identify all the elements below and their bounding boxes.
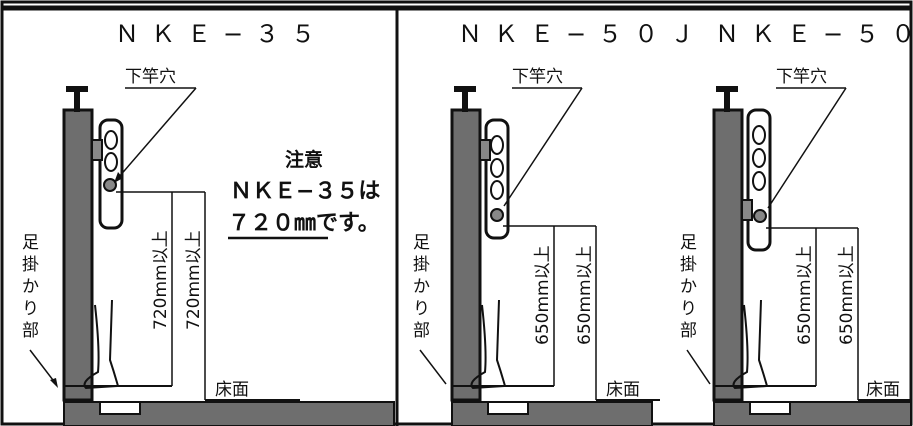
- wall: [62, 108, 94, 402]
- panel-nke50m: ＮＫＥ−５０Ｍ 下竿穴 650mm以上 650mm以上 床面 足 掛 か り 部: [680, 20, 913, 426]
- lower-pole-hole: [103, 178, 117, 192]
- svg-text:掛: 掛: [680, 255, 697, 275]
- svg-text:り: り: [22, 299, 39, 319]
- hole-label: 下竿穴: [125, 67, 176, 87]
- dim-label: 720mm以上: [151, 230, 171, 330]
- model-title: ＮＫＥ−５０Ｊ: [458, 20, 706, 48]
- svg-text:掛: 掛: [22, 255, 39, 275]
- hole-label: 下竿穴: [776, 67, 827, 87]
- svg-text:か: か: [22, 277, 39, 297]
- dim-label: 650mm以上: [837, 245, 857, 345]
- railing-post: [74, 90, 80, 112]
- svg-text:部: 部: [22, 321, 39, 341]
- note-heading: 注意: [285, 148, 323, 171]
- floor-label: 床面: [866, 380, 900, 400]
- floor-label: 床面: [606, 380, 640, 400]
- svg-text:部: 部: [413, 321, 430, 341]
- panel-nke35: ＮＫＥ−３５ 下竿穴 720mm以上 720mm以上 床面 足: [22, 20, 395, 426]
- foot-label: 足: [680, 233, 697, 253]
- dim-label: 650mm以上: [795, 245, 815, 345]
- foot-label: 足: [22, 233, 39, 253]
- mount-plate: [91, 139, 103, 161]
- svg-text:り: り: [680, 299, 697, 319]
- panel-nke50j: ＮＫＥ−５０Ｊ 下竿穴 650mm以上 650mm以上 床面 足 掛 か り 部: [413, 20, 706, 426]
- foot-label: 足: [413, 233, 430, 253]
- railing-cap: [66, 86, 88, 92]
- model-title: ＮＫＥ−５０Ｍ: [715, 20, 913, 48]
- svg-text:り: り: [413, 299, 430, 319]
- dim-label: 650mm以上: [575, 245, 595, 345]
- note-line2: ７２０㎜です。: [228, 211, 380, 236]
- svg-text:か: か: [413, 277, 430, 297]
- hole-label: 下竿穴: [512, 67, 563, 87]
- foot-illustration: [83, 299, 120, 390]
- svg-text:部: 部: [680, 321, 697, 341]
- note-line1: ＮＫＥ−３５は: [230, 179, 380, 204]
- floor-label: 床面: [215, 380, 249, 400]
- dim-label: 650mm以上: [533, 245, 553, 345]
- svg-text:掛: 掛: [413, 255, 430, 275]
- dim-label: 720mm以上: [184, 230, 204, 330]
- model-title: ＮＫＥ−３５: [115, 20, 327, 48]
- svg-text:か: か: [680, 277, 697, 297]
